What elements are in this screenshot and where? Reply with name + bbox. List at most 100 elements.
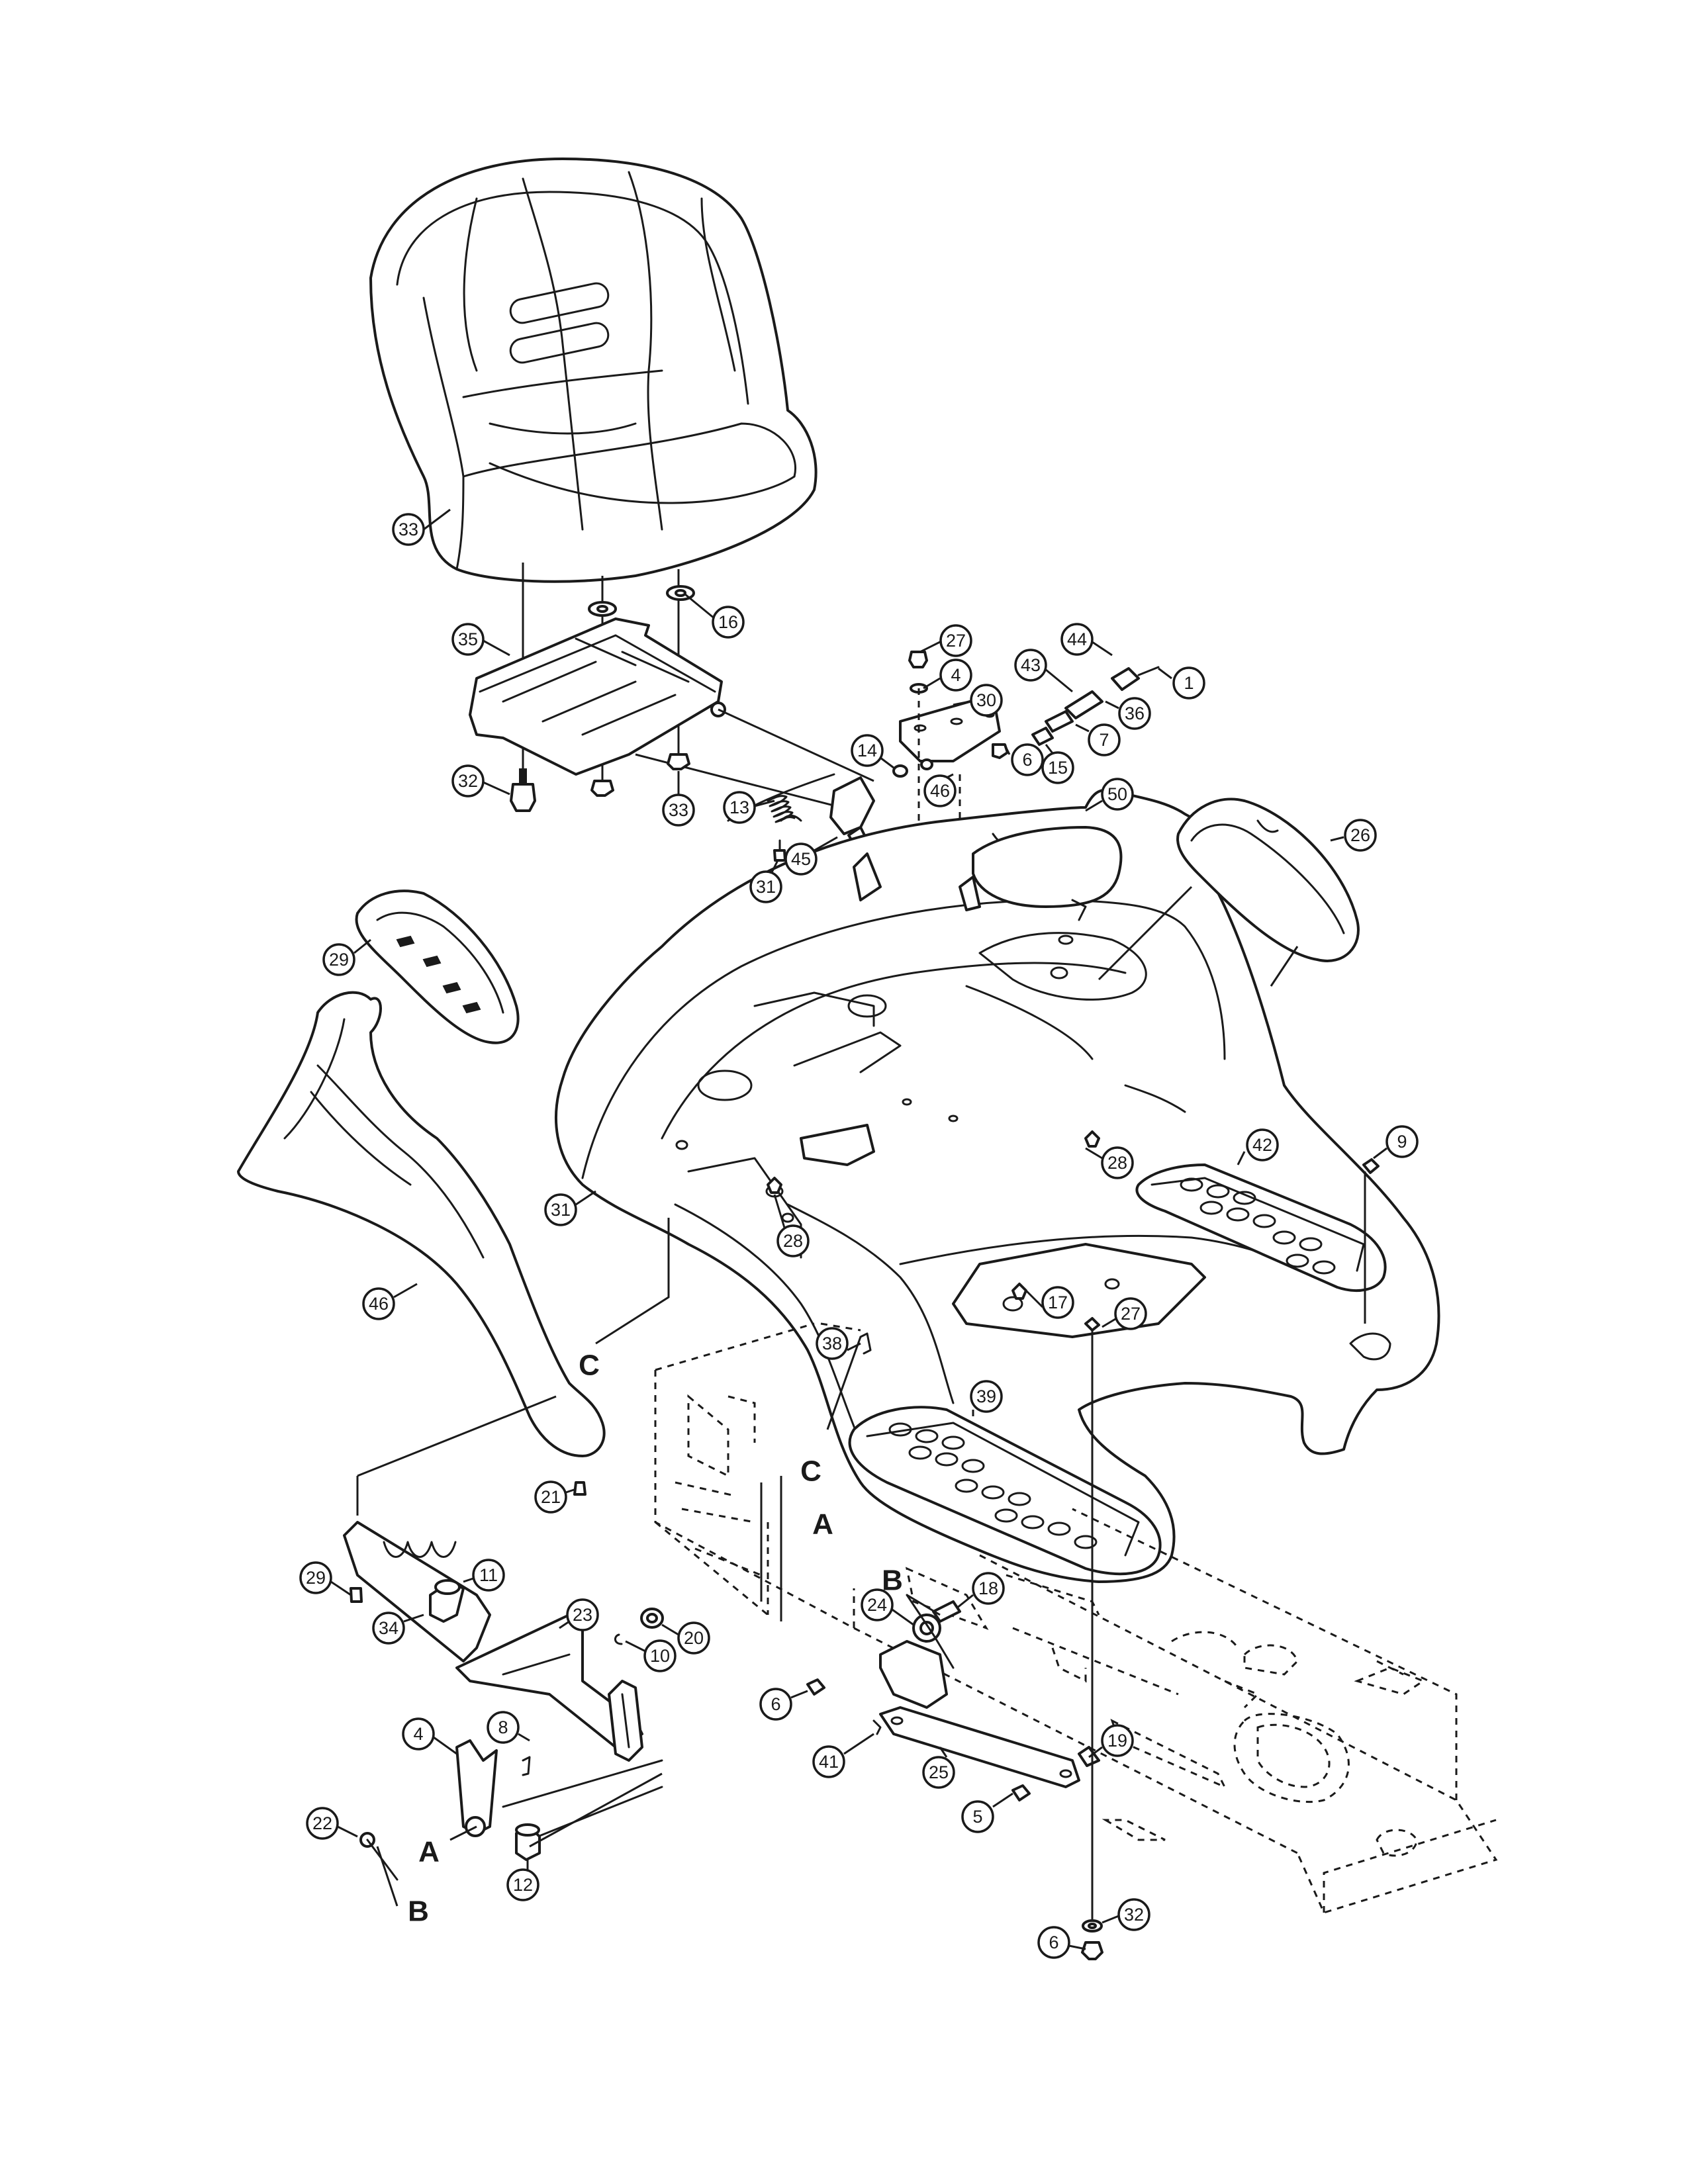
callout-27: 27 [1114, 1297, 1147, 1330]
svg-text:28: 28 [783, 1231, 803, 1251]
svg-text:33: 33 [399, 520, 418, 539]
idler-arm [879, 1594, 955, 1709]
callout-50: 50 [1101, 778, 1134, 811]
svg-text:7: 7 [1099, 730, 1109, 750]
screw [350, 1587, 363, 1603]
svg-text:14: 14 [857, 741, 877, 760]
svg-text:25: 25 [929, 1762, 949, 1782]
callout-33: 34 [372, 1612, 405, 1645]
svg-text:34: 34 [379, 1618, 399, 1638]
svg-text:39: 39 [976, 1387, 996, 1406]
callout-6-upper: 6 [1011, 743, 1044, 776]
spring-pin [872, 1719, 882, 1735]
svg-text:29: 29 [329, 950, 349, 970]
callout-41: 36 [1118, 697, 1151, 730]
svg-text:27: 27 [946, 631, 966, 651]
callout-16: 16 [712, 606, 745, 639]
callout-8: 8 [487, 1711, 520, 1744]
callout-15: 15 [1041, 751, 1074, 784]
callout-9: 9 [1385, 1125, 1419, 1158]
svg-text:13: 13 [729, 797, 749, 817]
callout-24: 24 [861, 1588, 894, 1621]
svg-text:45: 45 [791, 849, 811, 869]
callout-43: 39 [970, 1380, 1003, 1413]
callout-36: 32 [451, 764, 485, 797]
callout-20: 20 [677, 1621, 710, 1655]
reference-letter-b: B [882, 1565, 903, 1597]
callout-2: 4 [402, 1717, 435, 1751]
svg-text:32: 32 [458, 771, 478, 791]
callout-11: 11 [472, 1559, 505, 1592]
callout-42: 38 [816, 1327, 849, 1360]
clevis-pin [359, 1832, 399, 1881]
svg-text:17: 17 [1048, 1293, 1068, 1312]
knob [429, 1579, 465, 1623]
svg-text:5: 5 [972, 1807, 982, 1827]
callout-39: 33 [392, 513, 425, 546]
reference-letters: C C A B A B [408, 1349, 903, 1928]
latch-plate [343, 1521, 491, 1662]
svg-text:43: 43 [1021, 655, 1041, 675]
reference-letter-a: A [418, 1836, 440, 1868]
callout-23: 23 [566, 1598, 599, 1631]
seat-latch-bracket [829, 776, 875, 845]
callout-1: 1 [1172, 666, 1205, 700]
svg-text:4: 4 [413, 1724, 423, 1744]
reference-letter-c: C [800, 1455, 821, 1488]
clip [614, 1633, 623, 1645]
callout-22: 22 [306, 1807, 339, 1840]
svg-text:29: 29 [306, 1568, 326, 1588]
svg-text:6: 6 [1022, 750, 1032, 770]
svg-text:9: 9 [1397, 1132, 1407, 1152]
shift-console [355, 889, 520, 1044]
callout-29-upper: 28 [1101, 1146, 1134, 1179]
callout-14: 14 [851, 734, 884, 767]
callout-35: 30 [970, 684, 1003, 717]
callout-30: 29 [322, 943, 355, 976]
svg-text:28: 28 [1107, 1153, 1127, 1173]
svg-text:30: 30 [976, 690, 996, 710]
callout-21: 21 [534, 1480, 567, 1514]
reference-letter-b: B [408, 1895, 429, 1928]
svg-text:26: 26 [1350, 825, 1370, 845]
svg-text:33: 33 [669, 800, 688, 820]
pedal [608, 1680, 643, 1762]
svg-text:46: 46 [369, 1294, 389, 1314]
svg-text:41: 41 [819, 1752, 839, 1772]
svg-text:19: 19 [1107, 1731, 1127, 1751]
svg-text:32: 32 [1124, 1905, 1144, 1925]
callout-28-upper: 27 [939, 624, 972, 657]
callout-34: 31 [544, 1193, 577, 1226]
svg-text:11: 11 [479, 1565, 498, 1585]
bushing [640, 1608, 664, 1629]
svg-text:20: 20 [684, 1628, 704, 1648]
svg-text:21: 21 [541, 1487, 561, 1507]
callout-18: 18 [972, 1572, 1005, 1605]
callout-13: 13 [723, 791, 756, 824]
callout-46-top: 44 [1060, 623, 1094, 656]
pin [859, 1332, 872, 1355]
shoulder-bolt [932, 1600, 961, 1623]
svg-text:50: 50 [1107, 784, 1127, 804]
svg-text:12: 12 [513, 1875, 533, 1895]
svg-text:42: 42 [1252, 1135, 1272, 1155]
svg-text:15: 15 [1048, 758, 1068, 778]
reference-letter-a: A [812, 1508, 833, 1541]
bolt [892, 651, 1009, 778]
brake-bracket [455, 1739, 663, 1841]
callout-44: 42 [1246, 1128, 1279, 1161]
callout-17: 17 [1041, 1286, 1074, 1319]
callout-38: 33 [662, 794, 695, 827]
callout-45: 41 [812, 1745, 845, 1778]
callout-4: 4 [939, 659, 972, 692]
fender-extension [237, 991, 606, 1457]
svg-text:18: 18 [978, 1578, 998, 1598]
seat-knob [510, 768, 536, 812]
seat-pan [469, 617, 726, 776]
nut [1081, 1941, 1103, 1960]
switch-parts [1031, 666, 1160, 746]
svg-text:35: 35 [458, 629, 478, 649]
svg-text:46: 46 [930, 781, 950, 801]
callout-28-lower: 28 [776, 1224, 810, 1257]
callout-29-lower: 29 [299, 1561, 332, 1594]
